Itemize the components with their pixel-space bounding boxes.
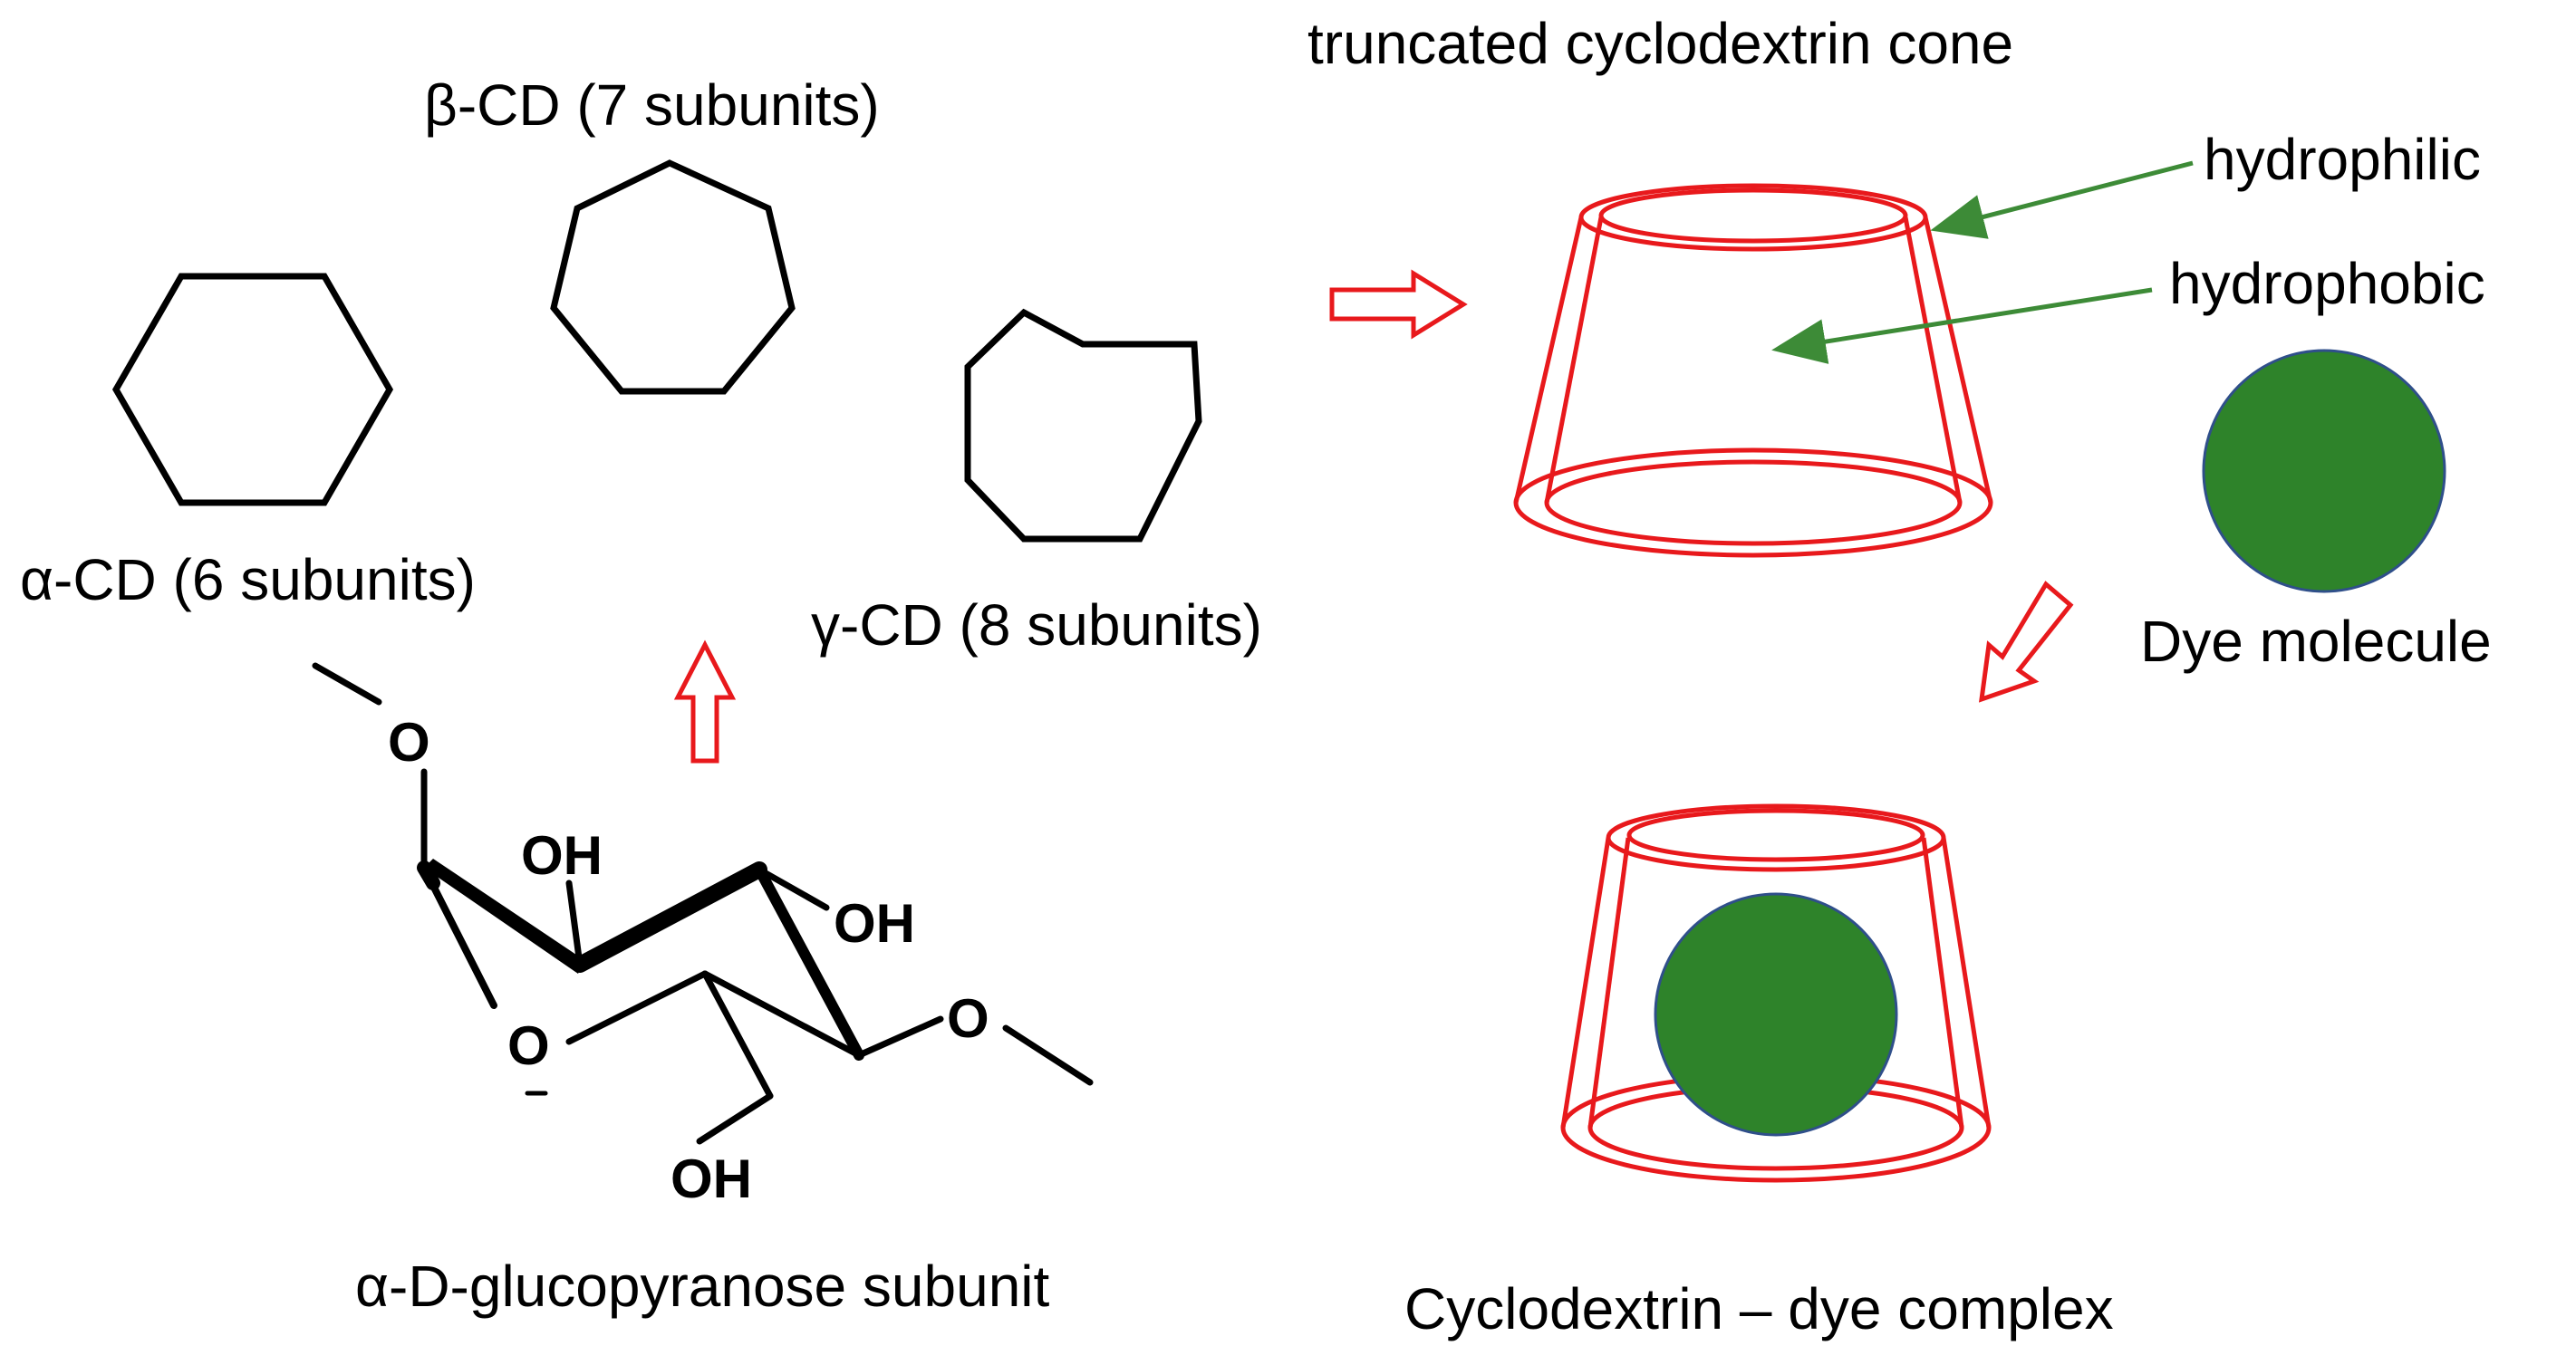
ring-o-label: O: [507, 1015, 550, 1076]
dye-molecule-circle: [2202, 349, 2446, 593]
up-arrow-shape: [673, 639, 737, 764]
complex-label: Cyclodextrin – dye complex: [1404, 1276, 2114, 1341]
hydrophobic-pointer: [1771, 287, 2153, 364]
right-arrow-icon: [1329, 269, 1468, 340]
oh-right-label: OH: [834, 893, 915, 954]
top-o-label: O: [388, 712, 430, 773]
hydrophilic-label: hydrophilic: [2204, 127, 2481, 192]
down-left-arrow-icon: [1978, 581, 2074, 703]
complex-dye-circle: [1654, 892, 1898, 1137]
oh-bottom-label: OH: [671, 1149, 752, 1209]
gamma-cd-label: γ-CD (8 subunits): [811, 592, 1262, 658]
beta-cd-heptagon: [550, 159, 796, 395]
dye-label: Dye molecule: [2140, 609, 2492, 674]
cone-title: truncated cyclodextrin cone: [1307, 11, 2013, 76]
alpha-cd-label: α-CD (6 subunits): [20, 547, 476, 612]
hydrophilic-pointer: [1930, 160, 2194, 239]
truncated-cone: [1513, 183, 1993, 558]
glucopyranose-molecule: [312, 662, 1094, 1145]
gamma-cd-octagon: [964, 308, 1202, 543]
o-right-label: O: [947, 988, 989, 1049]
complex-cone: [1560, 803, 1992, 1183]
alpha-cd-hexagon: [111, 273, 394, 506]
hydrophobic-label: hydrophobic: [2169, 251, 2485, 316]
glucopyranose-label: α-D-glucopyranose subunit: [355, 1254, 1050, 1319]
oh-top-label: OH: [521, 825, 603, 886]
beta-cd-label: β-CD (7 subunits): [424, 72, 880, 138]
